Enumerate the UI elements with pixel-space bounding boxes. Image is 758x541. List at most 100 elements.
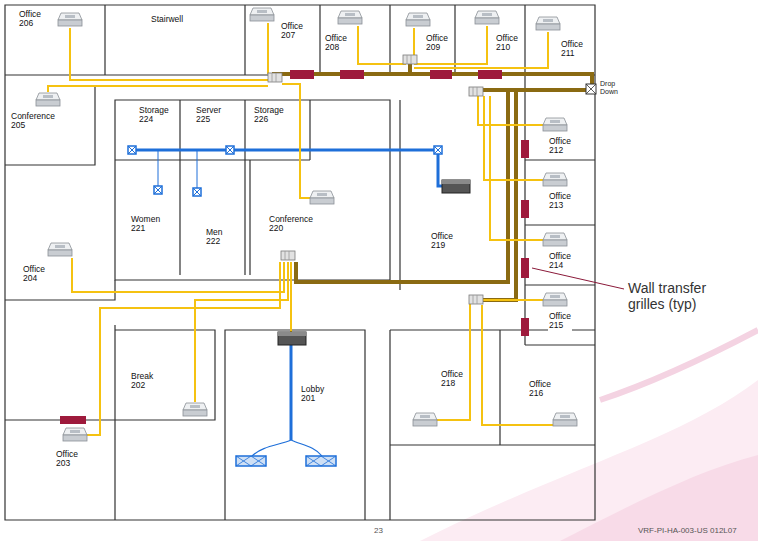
room-name: Stairwell [151, 15, 183, 24]
cassette-unit [36, 8, 577, 441]
room-name: Office 208 [325, 34, 347, 53]
lobby-diffuser [306, 456, 336, 466]
room-name: Lobby 201 [301, 385, 324, 404]
exhaust-grille [193, 188, 201, 196]
room-name: Office 207 [281, 22, 303, 41]
transfer-grille [521, 318, 529, 336]
refrigerant-main [296, 90, 508, 282]
refrigerant-branch [195, 262, 288, 402]
room-name: Server 225 [196, 106, 221, 125]
refrigerant-main [480, 90, 516, 300]
supply-duct [158, 150, 197, 188]
room-label: Office 218 [440, 370, 464, 389]
branch-selector [268, 73, 282, 82]
room-label: Office 214 [548, 252, 572, 271]
transfer-grille [478, 70, 502, 79]
room-name: Office 216 [529, 380, 551, 399]
ducted-unit [278, 180, 470, 345]
walls [5, 5, 595, 520]
room-name: Office 218 [441, 370, 463, 389]
room-name: Office 203 [56, 450, 78, 469]
drop-down-note: Drop Down [600, 80, 618, 96]
branch-selector [469, 87, 483, 96]
room-name: Break 202 [131, 372, 153, 391]
refrigerant-branch [490, 96, 543, 240]
room-label: Office 204 [22, 265, 46, 284]
transfer-grille [60, 70, 529, 424]
room-name: Office 212 [549, 137, 571, 156]
room-label: Office 211 [560, 40, 584, 59]
refrigerant-branch [87, 262, 280, 435]
exhaust-grille [128, 146, 442, 196]
slide-swoosh [600, 330, 758, 400]
refrigerant-branch [482, 305, 553, 425]
room-label: Conference 205 [10, 112, 56, 131]
refrigerant-branch [70, 28, 268, 80]
branch-selector [403, 55, 417, 64]
room-label: Office 216 [528, 380, 552, 399]
cassette-unit [543, 293, 567, 306]
refrigerant-branch [72, 258, 284, 292]
refrigerant-branch [48, 86, 268, 92]
room-label: Stairwell [150, 15, 184, 24]
drop-down-marker [586, 84, 596, 94]
room-name: Office 215 [549, 312, 571, 331]
room-name: Office 219 [431, 232, 453, 251]
walls [5, 325, 215, 520]
room-label: Office 219 [430, 232, 454, 251]
room-label: Office 209 [425, 34, 449, 53]
ducted-unit [278, 332, 306, 345]
refrigerant-branch [290, 262, 292, 332]
exhaust-grille [226, 146, 234, 154]
walls [399, 100, 400, 290]
cassette-unit [543, 118, 567, 131]
refrigerant-branch [483, 299, 543, 301]
cassette-unit [413, 413, 437, 426]
room-label: Office 213 [548, 192, 572, 211]
room-name: Storage 224 [139, 106, 169, 125]
refrigerant-branch [48, 23, 553, 435]
ducted-unit [442, 180, 470, 184]
refrigerant-branch [437, 304, 470, 420]
exhaust-grille [434, 146, 442, 154]
branch-selector [281, 251, 295, 260]
room-label: Office 208 [324, 34, 348, 53]
transfer-grille [430, 70, 452, 79]
cassette-unit [338, 11, 362, 24]
cassette-unit [48, 243, 72, 256]
room-label: Storage 226 [253, 106, 285, 125]
room-label: Office 203 [55, 450, 79, 469]
cassette-unit [553, 413, 577, 426]
transfer-grille [60, 416, 86, 424]
refrigerant-branch [358, 26, 406, 64]
room-label: Office 210 [495, 34, 519, 53]
refrigerant-branch [282, 84, 310, 198]
room-name: Conference 205 [11, 112, 55, 131]
cassette-unit [183, 403, 207, 416]
cassette-unit [543, 173, 567, 186]
page-number: 23 [374, 526, 383, 535]
transfer-grille [290, 70, 314, 79]
room-name: Conference 220 [269, 215, 313, 234]
room-label: Office 206 [18, 10, 42, 29]
room-label: Conference 220 [268, 215, 314, 234]
room-label: Lobby 201 [300, 385, 325, 404]
cassette-unit [250, 8, 274, 21]
walls [105, 5, 525, 75]
exhaust-grille [128, 146, 136, 154]
supply-duct [290, 344, 293, 440]
room-label: Break 202 [130, 372, 154, 391]
walls [5, 85, 95, 165]
transfer-grille [521, 140, 529, 158]
walls [115, 100, 390, 280]
lobby-diffuser [236, 456, 266, 466]
walls [5, 5, 595, 520]
room-label: Office 212 [548, 137, 572, 156]
drop-down-marker [586, 84, 596, 94]
room-name: Office 210 [496, 34, 518, 53]
branch-selector [268, 55, 483, 304]
walls [225, 330, 365, 520]
